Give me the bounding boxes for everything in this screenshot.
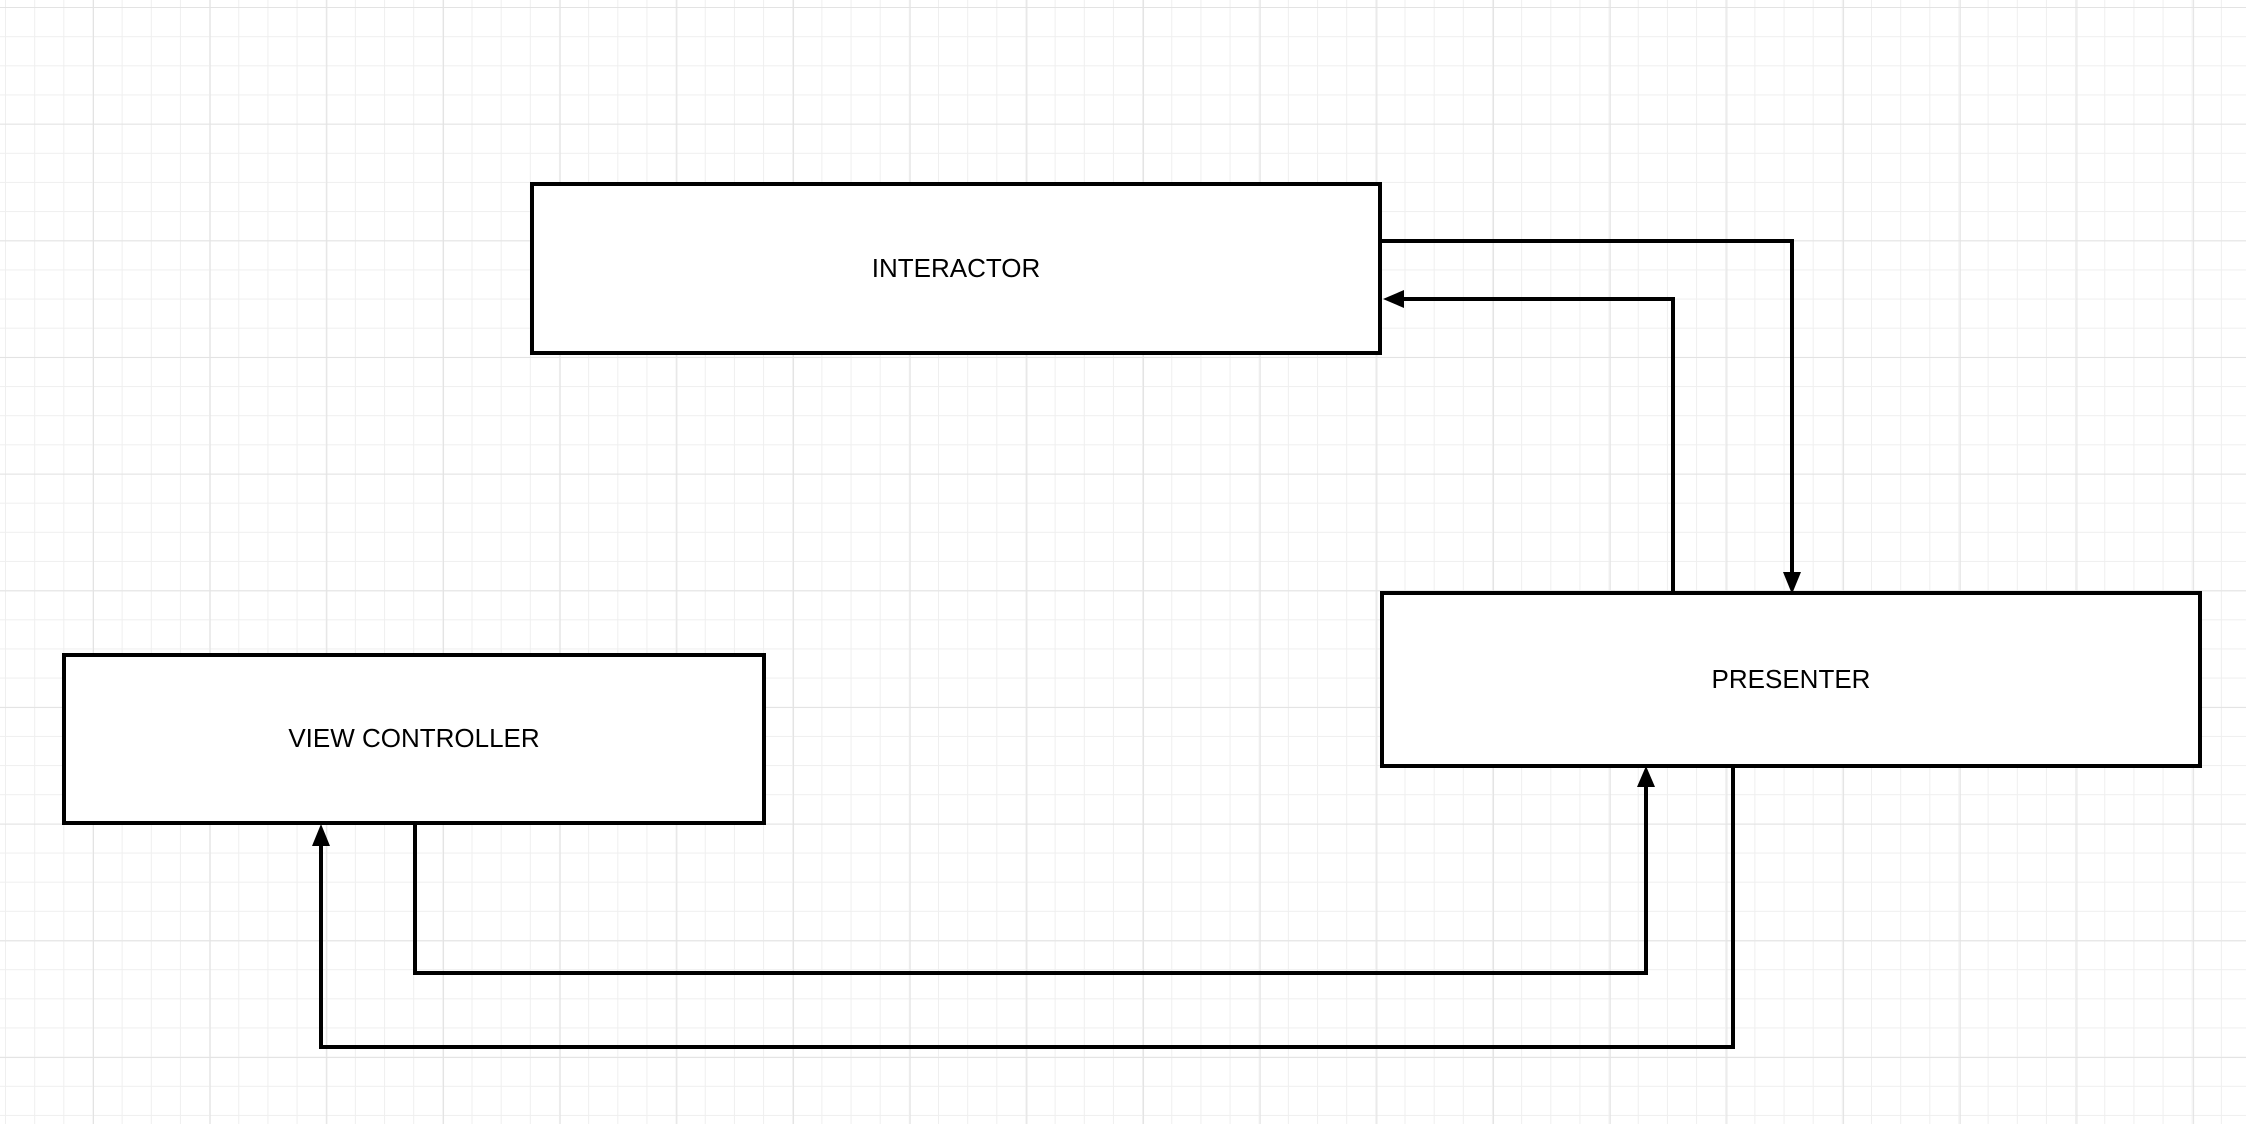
node-interactor-label: INTERACTOR — [871, 252, 1041, 283]
edge-presenter-to-view-controller[interactable] — [312, 766, 1735, 1049]
edge-presenter-to-interactor[interactable] — [1383, 290, 1675, 593]
arrowhead-up-icon — [312, 824, 330, 846]
edge-line — [1380, 239, 1794, 573]
edge-view-controller-to-presenter[interactable] — [413, 766, 1655, 975]
node-presenter-label: PRESENTER — [1711, 663, 1871, 694]
edge-line — [1404, 297, 1675, 593]
node-interactor[interactable]: INTERACTOR — [530, 182, 1382, 355]
arrowhead-down-icon — [1783, 572, 1801, 594]
edge-line — [319, 766, 1735, 1049]
arrowhead-up-icon — [1637, 766, 1655, 787]
edge-interactor-to-presenter[interactable] — [1380, 239, 1801, 594]
node-view-controller[interactable]: VIEW CONTROLLER — [62, 653, 766, 825]
node-presenter[interactable]: PRESENTER — [1380, 591, 2202, 768]
node-view-controller-label: VIEW CONTROLLER — [288, 723, 540, 754]
edge-line — [413, 787, 1648, 975]
arrowhead-left-icon — [1383, 290, 1404, 308]
